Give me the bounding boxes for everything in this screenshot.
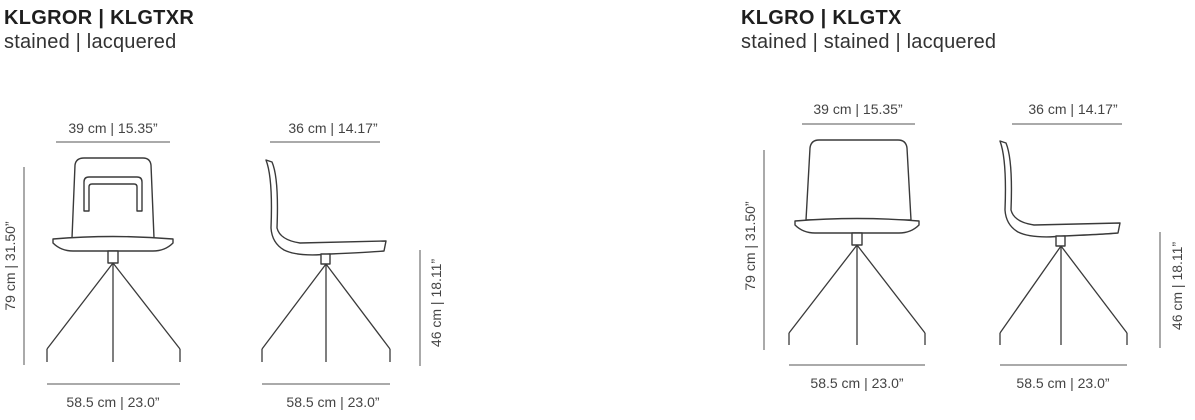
left-front-leg-right bbox=[112, 262, 181, 350]
left-front-backrest-opening bbox=[83, 176, 143, 212]
left-block-title: KLGROR | KLGTXR bbox=[4, 7, 195, 29]
left-block-subtitle: stained | lacquered bbox=[4, 31, 177, 53]
right-side-view: 36 cm | 14.17” 46 cm | 18.11” 58.5 cm | … bbox=[999, 101, 1185, 391]
left-front-leg-left bbox=[46, 262, 114, 350]
left-side-swivel bbox=[320, 253, 331, 265]
left-side-height-label: 46 cm | 18.11” bbox=[428, 259, 444, 348]
right-side-leg-right bbox=[1060, 245, 1128, 334]
left-side-base-label: 58.5 cm | 23.0” bbox=[286, 394, 379, 410]
left-front-width-label: 39 cm | 15.35” bbox=[68, 120, 158, 136]
right-front-width-label: 39 cm | 15.35” bbox=[813, 101, 903, 117]
left-front-height-label: 79 cm | 31.50” bbox=[2, 221, 18, 311]
right-block-title: KLGRO | KLGTX bbox=[741, 7, 902, 29]
left-side-shell bbox=[265, 159, 387, 256]
left-front-view: 39 cm | 15.35” 79 cm | 31.50” 58.5 cm | … bbox=[2, 120, 181, 410]
right-front-leg-right bbox=[856, 244, 926, 334]
right-front-leg-left bbox=[788, 244, 858, 334]
right-side-shell bbox=[999, 140, 1121, 238]
right-side-leg-left bbox=[999, 245, 1062, 334]
right-front-backrest bbox=[805, 139, 912, 221]
left-side-depth-label: 36 cm | 14.17” bbox=[288, 120, 378, 136]
right-front-height-label: 79 cm | 31.50” bbox=[742, 201, 758, 291]
right-side-swivel bbox=[1055, 235, 1066, 247]
left-front-base-label: 58.5 cm | 23.0” bbox=[66, 394, 159, 410]
right-front-swivel bbox=[851, 232, 863, 246]
left-side-view: 36 cm | 14.17” 46 cm | 18.11” 58.5 cm | … bbox=[261, 120, 444, 410]
right-side-base-label: 58.5 cm | 23.0” bbox=[1016, 375, 1109, 391]
right-side-depth-label: 36 cm | 14.17” bbox=[1028, 101, 1118, 117]
left-side-leg-right bbox=[325, 263, 391, 350]
right-front-seat bbox=[794, 217, 920, 234]
right-side-height-label: 46 cm | 18.11” bbox=[1169, 242, 1185, 331]
left-front-swivel bbox=[107, 250, 119, 264]
right-front-view: 39 cm | 15.35” 79 cm | 31.50” 58.5 cm | … bbox=[742, 101, 926, 391]
right-block-subtitle: stained | stained | lacquered bbox=[741, 31, 997, 53]
right-front-base-label: 58.5 cm | 23.0” bbox=[810, 375, 903, 391]
left-side-leg-left bbox=[261, 263, 327, 350]
left-front-seat bbox=[52, 235, 174, 252]
